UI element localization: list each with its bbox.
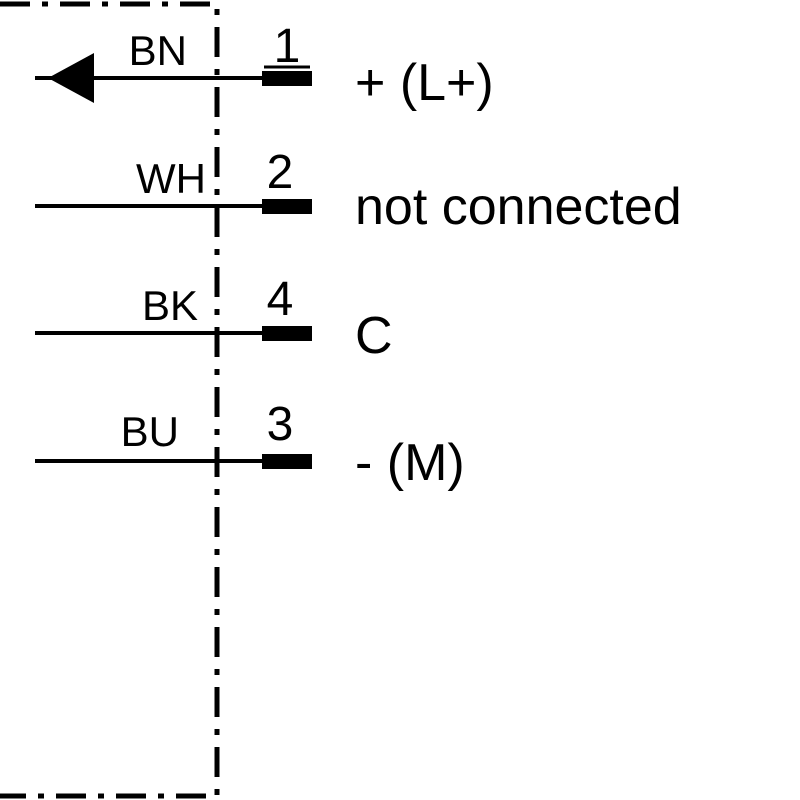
pin-terminal-4 (262, 454, 312, 469)
pin-number-2: 2 (267, 146, 294, 199)
pin-terminal-2 (262, 199, 312, 214)
signal-label-4: - (M) (355, 434, 465, 492)
pin-terminal-3 (262, 326, 312, 341)
wire-color-label-3: BK (142, 282, 198, 329)
housing-boundary-outline (0, 1, 220, 799)
wire-color-label-4: BU (121, 408, 179, 455)
pin-number-4: 3 (267, 398, 294, 451)
signal-label-1: + (L+) (355, 54, 494, 112)
connection-row-3: BK 4 C (35, 273, 393, 365)
signal-label-3: C (355, 307, 393, 365)
connection-row-1: BN 1 + (L+) (35, 20, 494, 112)
pin-number-1: 1 (274, 20, 301, 73)
pin-terminal-1 (262, 71, 312, 86)
housing-boundary (0, 1, 220, 799)
signal-label-2: not connected (355, 178, 682, 236)
connection-row-4: BU 3 - (M) (35, 398, 465, 492)
arrow-left-icon (48, 53, 94, 103)
wire-color-label-1: BN (129, 27, 187, 74)
pin-number-3: 4 (267, 273, 294, 326)
connection-row-2: WH 2 not connected (35, 146, 682, 236)
wire-color-label-2: WH (136, 155, 206, 202)
